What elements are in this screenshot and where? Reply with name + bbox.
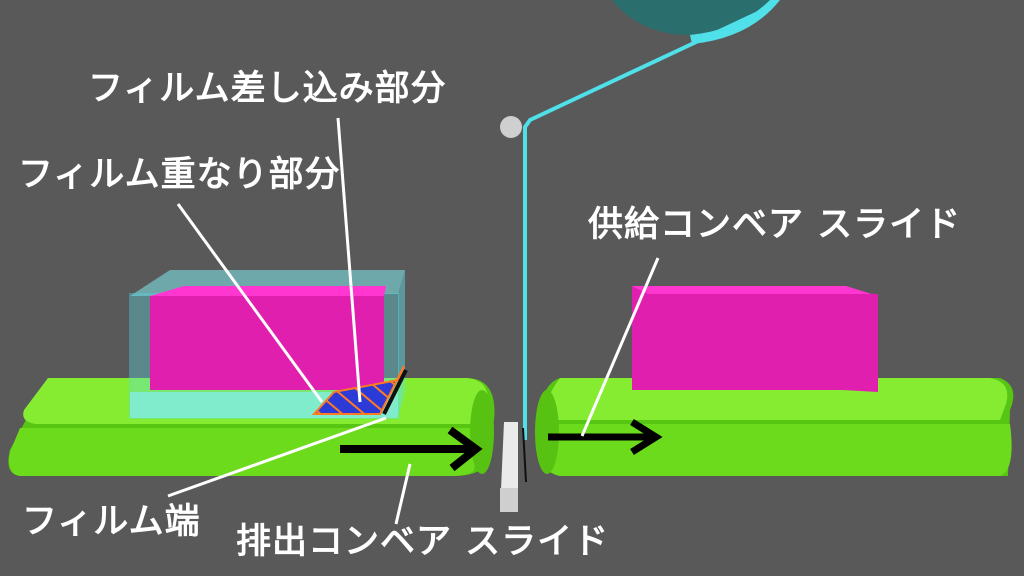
label-film-edge: フィルム端 [22, 502, 201, 542]
film-edge-mark [382, 369, 408, 415]
idler-roller [500, 116, 522, 138]
leader-film-overlap [176, 203, 324, 403]
leader-film-edge [167, 416, 387, 498]
label-supply-conveyor: 供給コンベア スライド [588, 205, 962, 245]
label-discharge-conveyor: 排出コンベア スライド [236, 522, 610, 562]
leader-supply-conveyor [580, 257, 660, 437]
supply-conveyor [535, 378, 1014, 476]
leader-discharge-conveyor [394, 463, 412, 525]
label-film-overlap: フィルム重なり部分 [18, 155, 341, 195]
film-roll [612, 0, 780, 44]
label-film-insert: フィルム差し込み部分 [88, 69, 447, 109]
discharge-direction-arrow [340, 426, 483, 472]
film-web [523, 10, 761, 440]
sealing-bar [500, 422, 527, 512]
leader-film-insert [336, 117, 362, 403]
incoming-product [632, 286, 878, 392]
supply-direction-arrow [548, 419, 663, 455]
